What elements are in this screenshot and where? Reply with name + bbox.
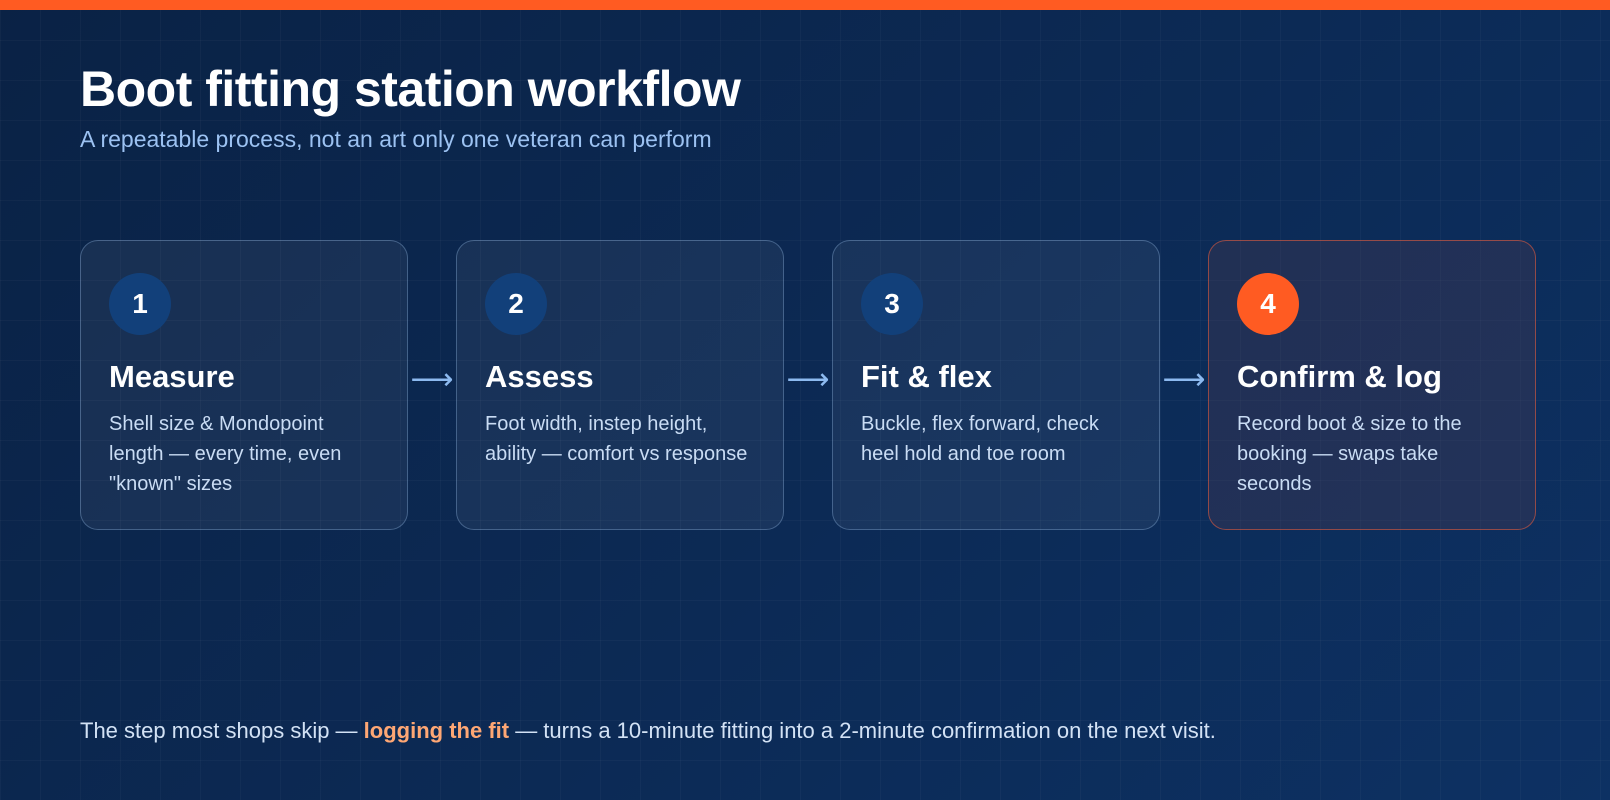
step-card-measure: 1 Measure Shell size & Mondopoint length… bbox=[80, 240, 408, 530]
step-title: Confirm & log bbox=[1237, 359, 1442, 394]
step-title: Assess bbox=[485, 359, 594, 394]
step-card-confirm-log: 4 Confirm & log Record boot & size to th… bbox=[1208, 240, 1536, 530]
top-accent-bar bbox=[0, 0, 1610, 10]
step-card-assess: 2 Assess Foot width, instep height, abil… bbox=[456, 240, 784, 530]
step-description: Shell size & Mondopoint length — every t… bbox=[109, 413, 342, 495]
footnote-lead: The step most shops skip — bbox=[80, 718, 364, 743]
footnote: The step most shops skip — logging the f… bbox=[80, 718, 1216, 744]
page-subtitle: A repeatable process, not an art only on… bbox=[80, 126, 712, 152]
step-description: Record boot & size to the booking — swap… bbox=[1237, 413, 1462, 495]
arrow-right-icon: ⟶ bbox=[1162, 363, 1206, 396]
page-title: Boot fitting station workflow bbox=[80, 61, 741, 117]
step-description: Buckle, flex forward, check heel hold an… bbox=[861, 413, 1099, 465]
step-card-fit-flex: 3 Fit & flex Buckle, flex forward, check… bbox=[832, 240, 1160, 530]
arrow-right-icon: ⟶ bbox=[410, 363, 454, 396]
step-number-badge: 2 bbox=[485, 273, 547, 335]
step-description: Foot width, instep height, ability — com… bbox=[485, 413, 748, 465]
workflow-steps: 1 Measure Shell size & Mondopoint length… bbox=[80, 240, 1538, 532]
footnote-highlight: logging the fit bbox=[363, 718, 510, 743]
step-title: Fit & flex bbox=[861, 359, 992, 394]
step-number-badge: 3 bbox=[861, 273, 923, 335]
arrow-right-icon: ⟶ bbox=[786, 363, 830, 396]
step-number-badge: 1 bbox=[109, 273, 171, 335]
step-number-badge: 4 bbox=[1237, 273, 1299, 335]
step-title: Measure bbox=[109, 359, 235, 394]
footnote-tail: — turns a 10-minute fitting into a 2-min… bbox=[509, 718, 1216, 743]
